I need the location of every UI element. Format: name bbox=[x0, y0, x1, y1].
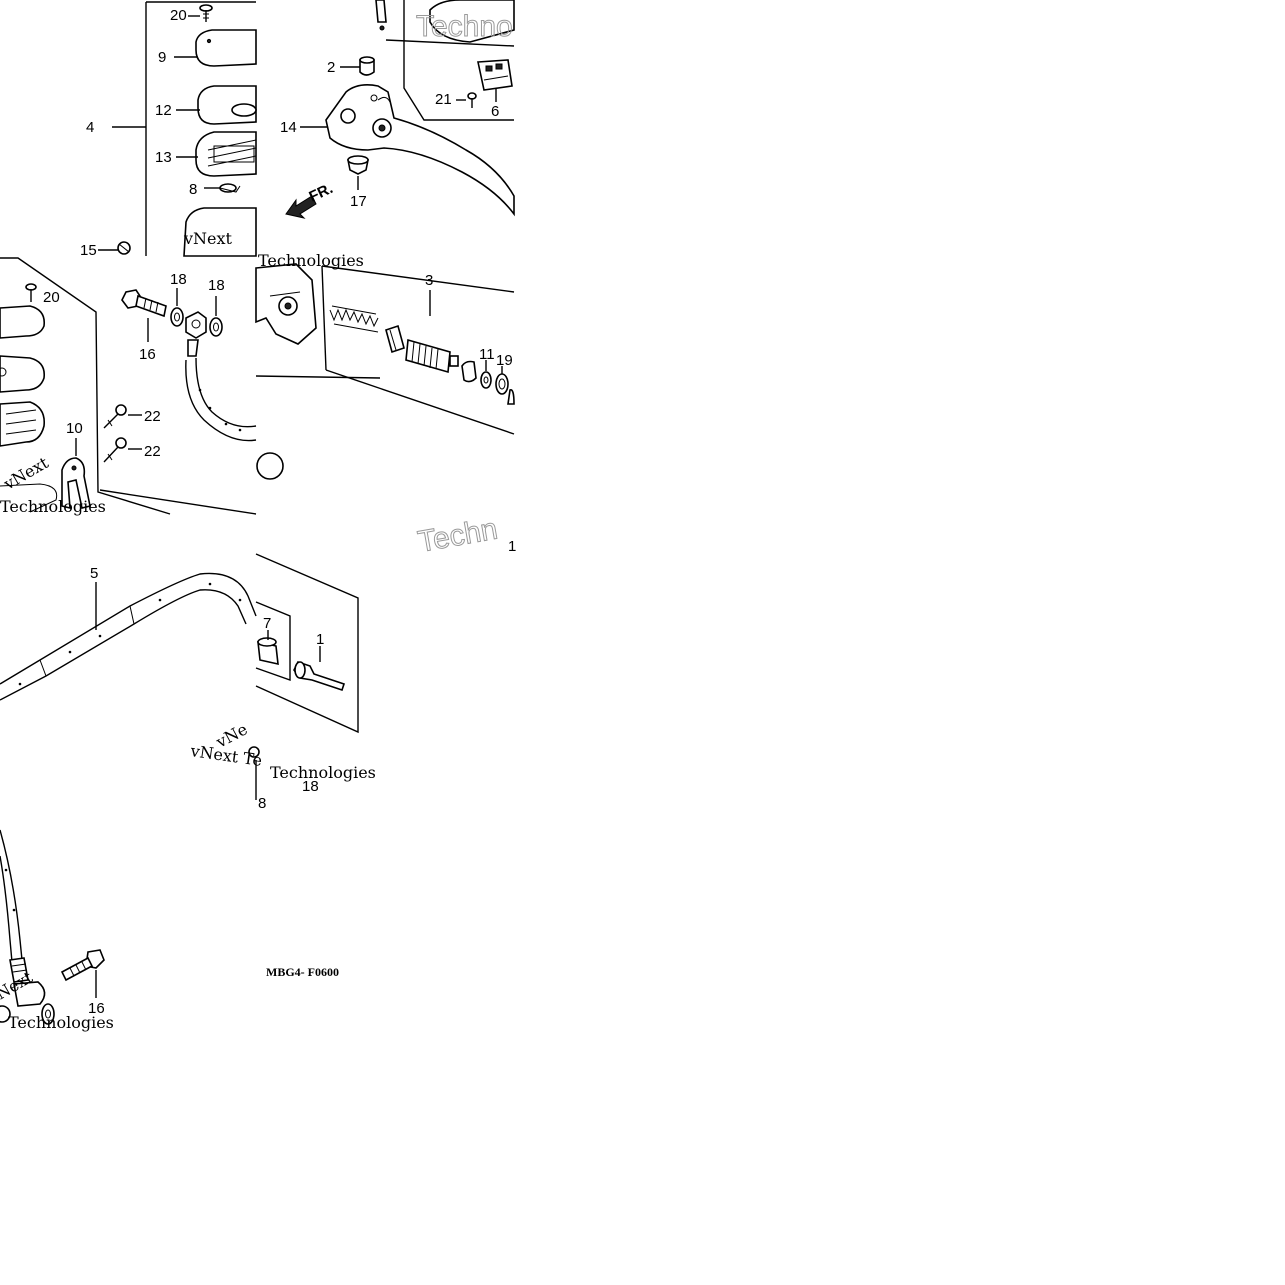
callout-19: 19 bbox=[496, 352, 513, 369]
screw-part bbox=[199, 4, 213, 22]
sealing-washer-part bbox=[209, 317, 223, 337]
callout-12: 12 bbox=[155, 102, 172, 119]
circlip-part bbox=[495, 373, 515, 405]
brake-lever-part bbox=[325, 84, 515, 217]
master-cylinder-group: 20 9 12 4 13 8 15 vNext bbox=[80, 1, 257, 259]
callout-5: 5 bbox=[90, 565, 98, 582]
diagram-code: MBG4- F0600 bbox=[266, 965, 339, 979]
bolt-part bbox=[103, 437, 127, 463]
banjo-bolt-part bbox=[121, 289, 167, 318]
plate-part bbox=[219, 183, 241, 193]
watermark-text: vNext bbox=[183, 229, 233, 248]
hose-fittings-group: 20 16 18 bbox=[0, 257, 284, 516]
callout-20: 20 bbox=[43, 289, 60, 306]
watermark-large: Techno bbox=[416, 10, 513, 43]
bolt-part bbox=[293, 661, 346, 692]
master-cylinder-body-part bbox=[183, 207, 257, 257]
front-direction-arrow: FR. bbox=[285, 180, 336, 219]
svg-text:FR.: FR. bbox=[307, 180, 336, 206]
reservoir-cap-part bbox=[195, 29, 257, 67]
callout-9: 9 bbox=[158, 49, 166, 66]
callout-18: 18 bbox=[170, 271, 187, 288]
piston-boot-part bbox=[461, 360, 477, 383]
bolt-part bbox=[103, 404, 127, 429]
callout-4: 4 bbox=[86, 119, 94, 136]
spring-part bbox=[329, 305, 379, 333]
callout-22: 22 bbox=[144, 443, 161, 460]
watermark-text: vNext bbox=[0, 453, 52, 494]
callout-8: 8 bbox=[189, 181, 197, 198]
watermark-text: Technologies bbox=[270, 763, 376, 782]
holder-clamp-part bbox=[61, 457, 91, 510]
callout-3: 3 bbox=[425, 272, 433, 289]
callout-1-edge: 1 bbox=[508, 538, 516, 555]
callout-1: 1 bbox=[316, 631, 324, 648]
watermark-text: Technologies bbox=[8, 1013, 114, 1032]
pivot-nut-part bbox=[347, 155, 369, 175]
piston-kit-group: 3 Technologies bbox=[255, 251, 516, 559]
callout-22: 22 bbox=[144, 408, 161, 425]
callout-10: 10 bbox=[66, 420, 83, 437]
callout-21: 21 bbox=[435, 91, 452, 108]
screw-part bbox=[467, 92, 477, 108]
callout-11: 11 bbox=[479, 346, 495, 363]
sealing-washer-part bbox=[41, 1003, 55, 1025]
primary-cup-part bbox=[385, 324, 405, 354]
grommet-part bbox=[257, 637, 279, 666]
callout-20: 20 bbox=[170, 7, 187, 24]
collar-part bbox=[359, 56, 375, 76]
callout-16: 16 bbox=[139, 346, 156, 363]
callout-7: 7 bbox=[263, 615, 271, 632]
callout-18: 18 bbox=[208, 277, 225, 294]
nut-part bbox=[117, 241, 131, 255]
sealing-washer-part bbox=[170, 307, 184, 327]
washer-part bbox=[480, 371, 492, 389]
callout-17: 17 bbox=[350, 193, 367, 210]
callout-14: 14 bbox=[280, 119, 297, 136]
callout-6: 6 bbox=[491, 103, 499, 120]
lower-hose-group: 16 Next Technologies bbox=[0, 829, 114, 1032]
callout-16: 16 bbox=[88, 1000, 105, 1017]
banjo-bolt-part bbox=[60, 949, 105, 982]
watermark-large: Techn bbox=[415, 512, 500, 558]
brake-hose-part bbox=[185, 311, 284, 480]
watermark-text: Technologies bbox=[0, 497, 106, 516]
callout-15: 15 bbox=[80, 242, 97, 259]
callout-2: 2 bbox=[327, 59, 335, 76]
switch-part bbox=[477, 59, 513, 91]
callout-8-lower: 8 bbox=[258, 795, 266, 812]
piston-part bbox=[405, 338, 459, 374]
screw-part bbox=[25, 283, 37, 302]
brake-hose-group: 5 7 1 8 18 vNext Te vNe bbox=[0, 553, 376, 812]
watermark-text: Technologies bbox=[258, 251, 364, 270]
callout-13: 13 bbox=[155, 149, 172, 166]
lever-group: Techno bbox=[280, 0, 515, 219]
callout-18-lower: 18 bbox=[302, 778, 319, 795]
